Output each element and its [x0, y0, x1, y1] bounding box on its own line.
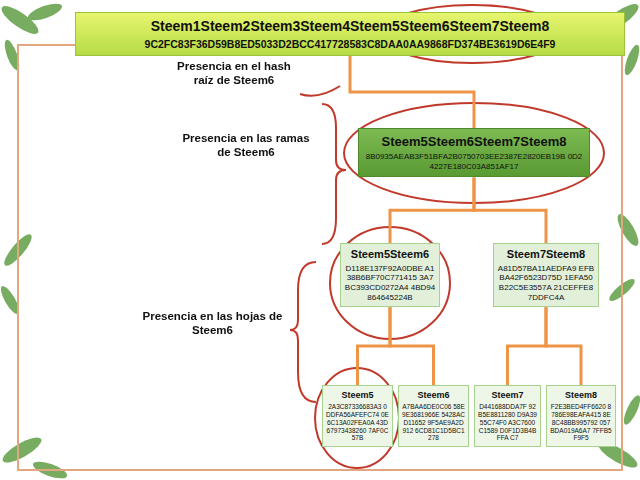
node-title: Steem5Steem6Steem7Steem8 — [365, 134, 583, 150]
root-hash-box: Steem1Steem2Steem3Steem4Steem5Steem6Stee… — [75, 12, 625, 56]
red-bracket — [300, 86, 340, 96]
hash-text: D118E137F92A0DBE A138B6BF70C771415 3A7BC… — [344, 264, 436, 302]
hash-text: A7BAA6DE0C06 58E9E3681966E 5428ACD11652 … — [402, 403, 465, 442]
node-title: Steem8 — [550, 390, 612, 401]
hash-text: 9C2FC83F36D59B8ED5033D2BCC417728583C8DAA… — [82, 38, 618, 51]
node-title: Steem5Steem6 — [344, 248, 436, 262]
hash-text: F2E3BED4FF6620 8786E98EAFA415 8E8C48BB99… — [550, 403, 612, 442]
node-title: Steem5 — [326, 390, 389, 401]
leaf-hash-box: Steem8F2E3BED4FF6620 8786E98EAFA415 8E8C… — [546, 385, 616, 447]
tree-connector — [390, 307, 434, 385]
tree-connector — [350, 56, 474, 128]
annotation-label: Presencia en las hojas de Steem6 — [140, 310, 285, 338]
frame-border — [18, 45, 622, 470]
node-title: Steem7Steem8 — [497, 248, 595, 262]
leaf-hash-box: Steem5 2A3C87336683A3 0DDFA56AFEFC74 0E6C… — [322, 385, 393, 447]
hash-text: 2A3C87336683A3 0DDFA56AFEFC74 0E6C13A02F… — [326, 403, 389, 442]
node-title: Steem1Steem2Steem3Steem4Steem5Steem6Stee… — [82, 18, 618, 36]
red-bracket — [290, 262, 316, 402]
branch-hash-box: Steem7Steem8A81D57BA11AEDFA9 EFBBA42F652… — [493, 243, 599, 307]
leaf-hash-box: Steem7D441688DDA7F 92B5E8811280 D9A3955C… — [474, 385, 541, 447]
tree-connector — [358, 307, 391, 385]
tree-connector — [508, 307, 547, 385]
tree-connector — [546, 307, 581, 385]
annotation-label: Presencia en el hash raíz de Steem6 — [168, 60, 300, 88]
tree-connector — [474, 177, 546, 243]
node-title: Steem7 — [478, 390, 537, 401]
node-title: Steem6 — [402, 390, 465, 401]
annotation-label: Presencia en las ramas de Steem6 — [176, 132, 316, 160]
hash-text: 8B0935AEAB3F51BFA2B0750703EE2387E2820EB1… — [365, 152, 583, 171]
tree-connector — [390, 177, 474, 243]
red-bracket — [322, 104, 346, 244]
branch-hash-box: Steem5Steem6Steem7Steem8 8B0935AEAB3F51BF… — [358, 128, 590, 177]
branch-hash-box: Steem5Steem6D118E137F92A0DBE A138B6BF70C… — [340, 243, 440, 307]
hash-text: D441688DDA7F 92B5E8811280 D9A3955C74F0 A… — [478, 403, 537, 442]
hash-text: A81D57BA11AEDFA9 EFBBA42F6523D75D 1EFA50… — [497, 264, 595, 302]
leaf-hash-box: Steem6A7BAA6DE0C06 58E9E3681966E 5428ACD… — [398, 385, 469, 447]
